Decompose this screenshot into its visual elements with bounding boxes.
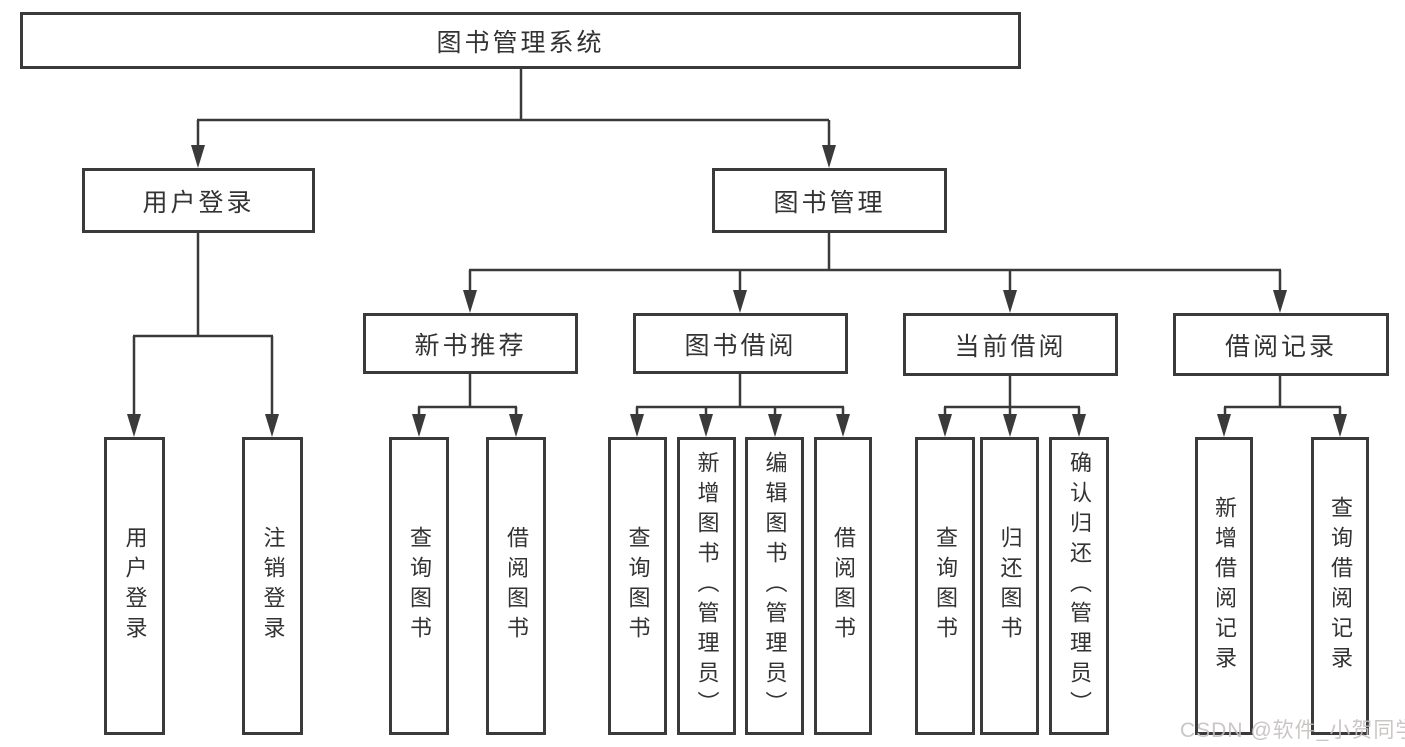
node-leaf-logout: 注销登录: [242, 437, 303, 735]
node-leaf-query-borrow-record: 查询借阅记录: [1311, 437, 1369, 735]
node-leaf-add-borrow-record: 新增借阅记录: [1195, 437, 1253, 735]
node-leaf-confirm-return-admin: 确认归还（管理员）: [1049, 437, 1109, 735]
node-leaf-edit-book-admin: 编辑图书（管理员）: [745, 437, 804, 735]
node-library-management-system: 图书管理系统: [20, 12, 1021, 69]
node-leaf-borrow-books-recommend: 借阅图书: [486, 437, 546, 735]
node-leaf-return-book: 归还图书: [980, 437, 1039, 735]
node-book-borrowing: 图书借阅: [633, 313, 848, 374]
node-leaf-query-books-borrow: 查询图书: [608, 437, 667, 735]
node-leaf-borrow-books: 借阅图书: [814, 437, 872, 735]
node-borrowing-records: 借阅记录: [1173, 313, 1389, 376]
node-leaf-add-book-admin: 新增图书（管理员）: [677, 437, 736, 735]
node-book-management: 图书管理: [712, 168, 947, 233]
node-leaf-user-login: 用户登录: [104, 437, 165, 735]
node-user-login: 用户登录: [82, 168, 315, 233]
node-current-borrowing: 当前借阅: [903, 313, 1118, 376]
csdn-watermark: CSDN @软件_小贺同学: [1180, 719, 1405, 742]
node-new-book-recommend: 新书推荐: [363, 313, 578, 374]
node-leaf-query-books-current: 查询图书: [915, 437, 975, 735]
node-leaf-query-books-recommend: 查询图书: [389, 437, 449, 735]
